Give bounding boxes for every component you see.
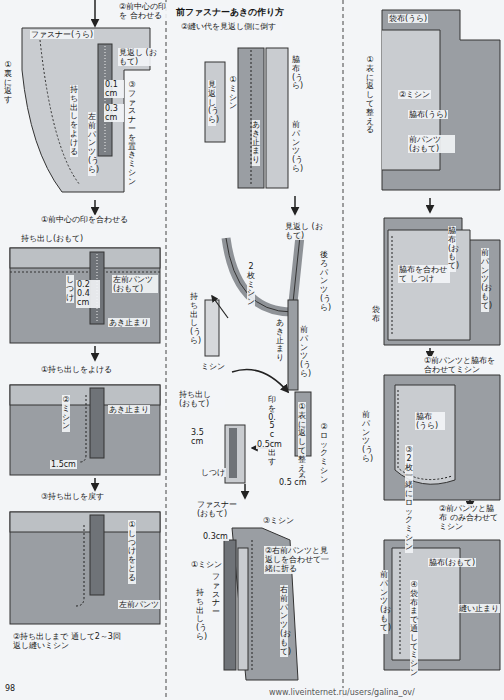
part-label: しつけ	[200, 468, 226, 477]
part-label: 持ち出し (おもて)	[178, 390, 225, 408]
part-label: 持ち出し(うら)	[190, 292, 198, 347]
part-label: 脇布を合わせて しつけ	[398, 265, 450, 283]
part-label: ①表に返して整える	[298, 402, 306, 483]
part-label: 見返し (おもて)	[118, 48, 160, 66]
part-label: 持ち出し(うら)	[196, 588, 204, 643]
part-label: ②縫い代を見返し側に倒す	[180, 22, 282, 31]
dimension-label: 3.5 cm	[190, 428, 212, 446]
part-label: 見返し(うら)	[208, 80, 216, 126]
part-label: しつけ	[66, 275, 74, 303]
part-label: 袋布	[372, 305, 380, 325]
section-title: 前ファスナーあきの作り方	[176, 6, 284, 19]
part-label: あき止まり	[276, 318, 284, 364]
part-label: ①持ち出しをよける	[40, 365, 113, 374]
part-label: 左前パンツ(うら)	[88, 112, 96, 176]
part-label: ②前中心の印を 合わせる	[118, 2, 170, 20]
dimension-label: 1.5cm	[50, 460, 77, 469]
part-label: 左前パンツ	[118, 600, 160, 609]
part-label: 右前パンツ(おもて)	[280, 585, 288, 657]
part-label: ミシン	[200, 362, 226, 371]
part-label: ②右前パンツと見返しを合わせて一緒に折る	[264, 546, 336, 574]
part-label: ファスナー	[212, 572, 220, 618]
part-label: ④袋布まで通してミシン	[410, 580, 418, 679]
part-label: 前パンツ(うら)	[300, 325, 308, 380]
part-label: 前パンツ(うら)	[292, 120, 300, 175]
part-label: 前パンツ(うら)	[362, 410, 370, 465]
part-label: ①表に返して整える	[366, 55, 374, 136]
part-label: ②前パンツと脇布 のみ合わせて ミシン	[438, 504, 500, 532]
part-label: 前パンツ(おもて)	[380, 570, 388, 634]
part-label: ①ミシン	[190, 560, 223, 569]
part-label: 脇布 (うら)	[415, 412, 445, 430]
part-label: ③持ち出しを戻す	[40, 492, 105, 501]
part-label: ファスナー (おもて)	[196, 500, 242, 518]
part-label: ②持ち出しまで 通して2～3回返し縫いミシン	[12, 632, 124, 650]
dimension-label: 0.2 0.4 cm	[76, 280, 100, 308]
part-label: あき止まり	[252, 120, 260, 166]
dimension-label: 0.3cm	[202, 532, 229, 541]
part-label: ファスナー(うら)	[30, 30, 94, 39]
part-label: あき止まり	[108, 405, 150, 414]
watermark: www.liveinternet.ru/users/galina_ov/	[268, 688, 416, 697]
part-label: 縫い止まり	[458, 604, 500, 613]
part-label: ②ミシン	[62, 395, 70, 432]
dimension-label: 0.5cm	[256, 440, 283, 449]
part-label: ②ミシン	[398, 90, 431, 99]
part-label: あき止まり	[108, 318, 150, 327]
part-label: ①前中心の印を合わせる	[40, 215, 129, 224]
part-label: ①裏に返す	[4, 60, 12, 106]
part-label: 脇布(おもて)	[428, 558, 476, 567]
page-number: 98	[4, 684, 16, 693]
part-label: ③2枚一緒にロックミシン	[405, 445, 413, 553]
part-label: 見返し (おもて)	[284, 222, 328, 240]
part-label: ②ロックミシン	[320, 422, 328, 486]
part-label: ①前パンツと脇布を 合わせてミシン	[423, 356, 500, 374]
part-label: 2枚ミシン	[247, 262, 255, 308]
part-label: 袋布(うら)	[388, 14, 428, 23]
part-label: 前パンツ(おもて)	[481, 248, 489, 312]
part-label: 印を0.5cm出す	[268, 395, 276, 467]
part-label: 前パンツ (おもて)	[408, 135, 455, 153]
part-label: 脇布(うら)	[292, 55, 300, 92]
part-label: 持ち出し(おもて)	[20, 234, 84, 243]
part-label: ①しつけをとる	[128, 520, 136, 584]
part-label: ③ミシン	[262, 516, 295, 525]
dimension-label: 0.3 cm	[104, 104, 124, 122]
dimension-label: 0.5 cm	[278, 478, 307, 487]
dimension-label: 0.1 cm	[104, 80, 124, 98]
part-label: ①ミシン	[229, 75, 237, 112]
part-label: 脇布(うら)	[408, 110, 448, 119]
part-label: 左前パンツ (おもて)	[112, 275, 158, 293]
part-label: ③ファスナーを置きミシン	[128, 80, 136, 188]
part-label: 持ち出しをよける	[70, 85, 78, 157]
part-label: 後ろパンツ(うら)	[320, 250, 328, 314]
